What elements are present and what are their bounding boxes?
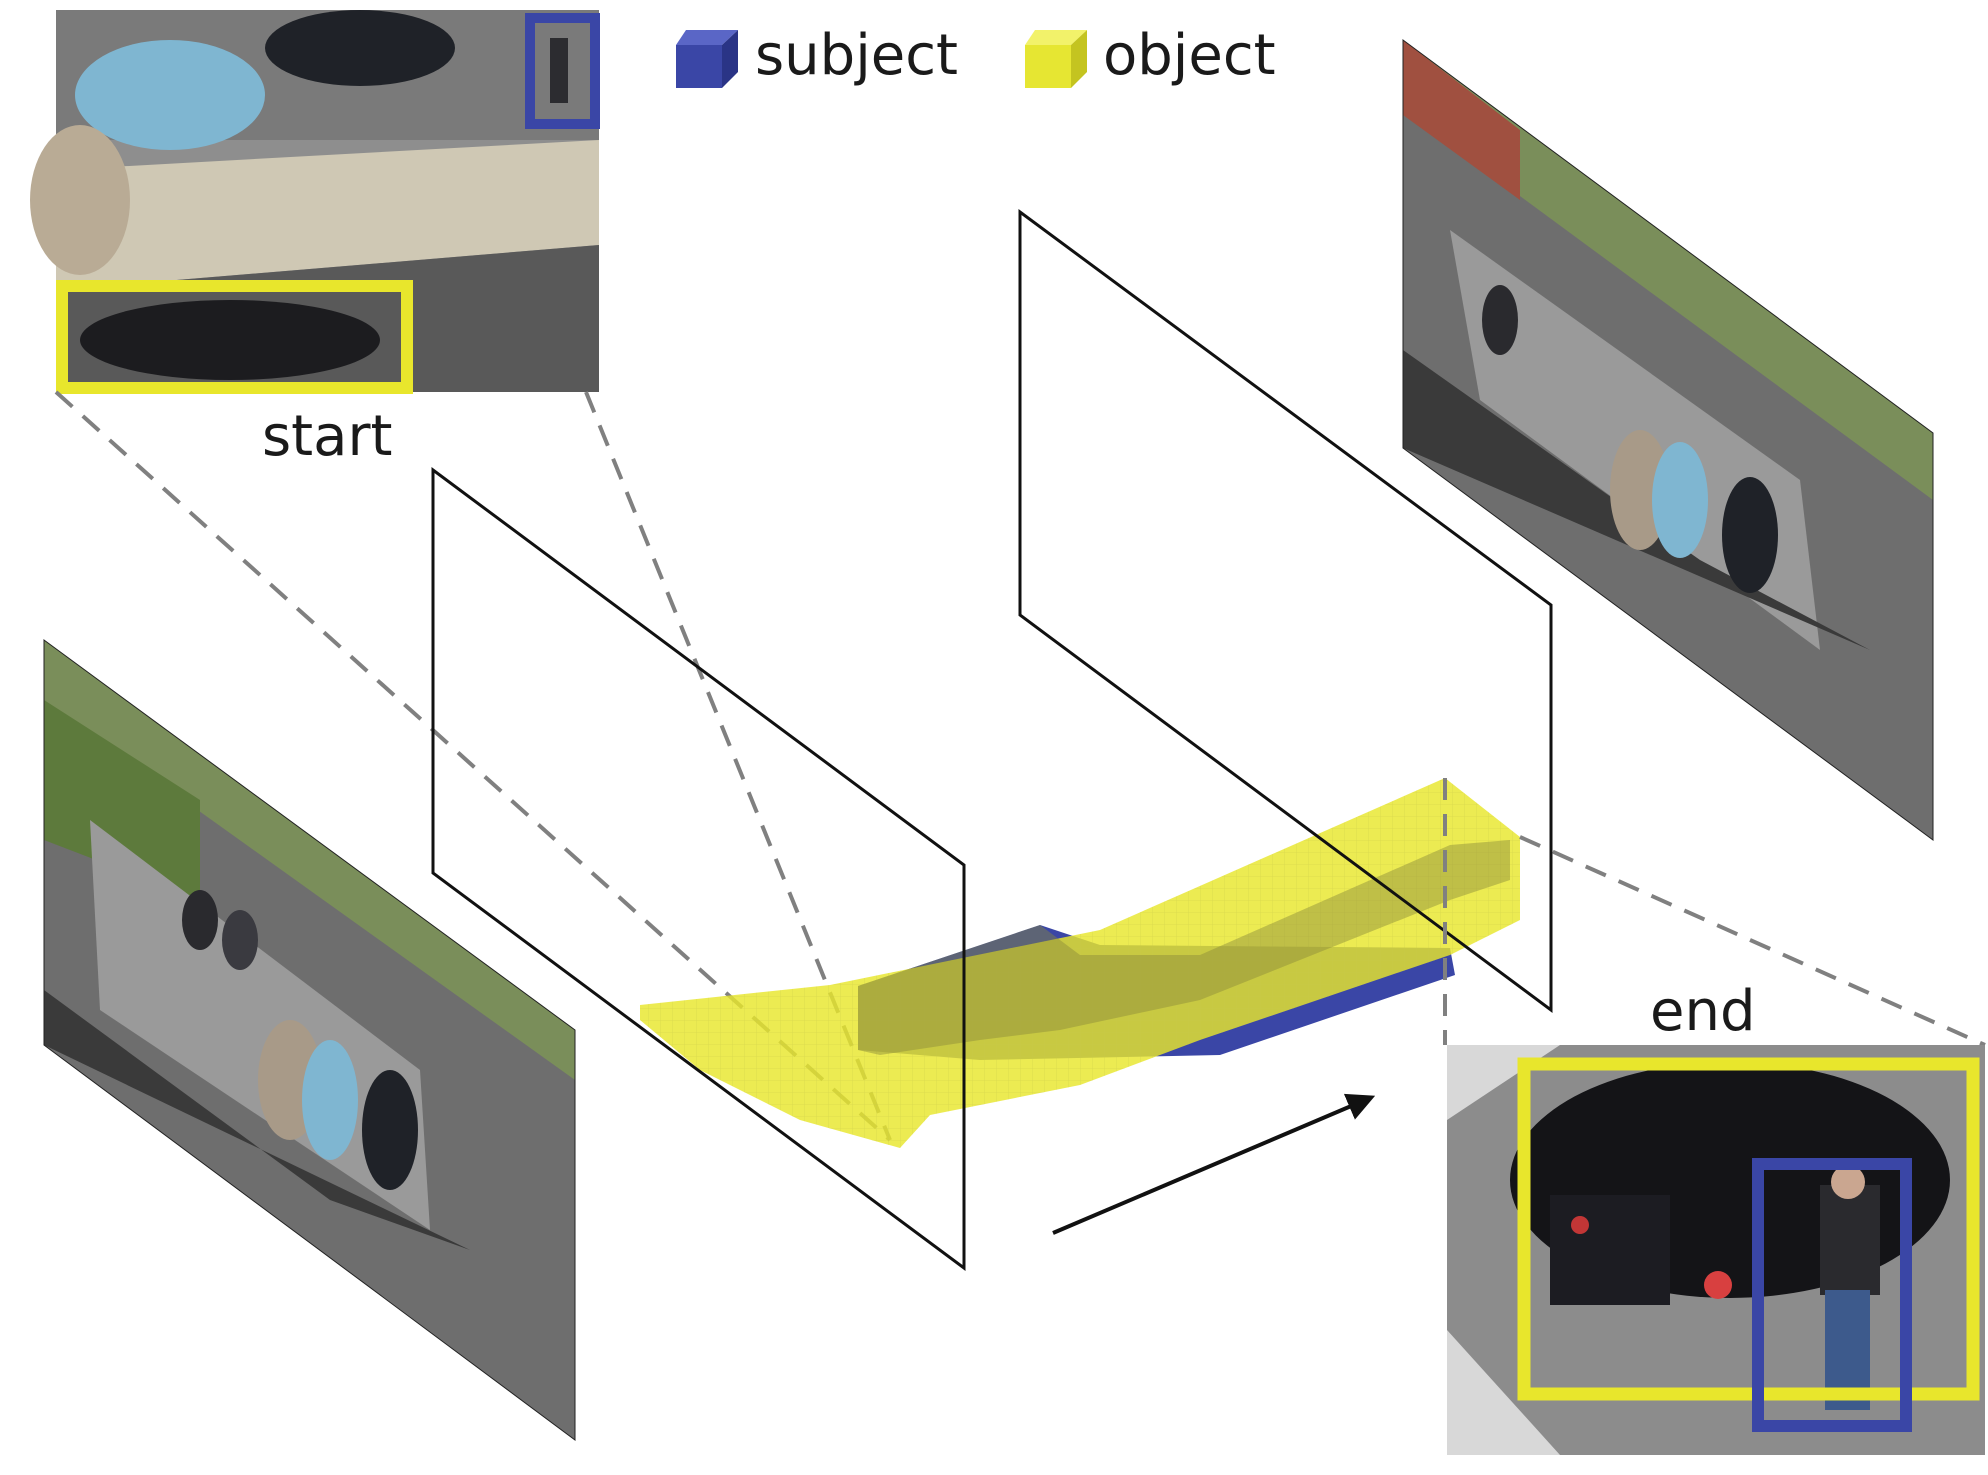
- time-slice-frame-left: [431, 467, 966, 1271]
- end-frame-snapshot: [1447, 1045, 1985, 1455]
- start-projection-line-left: [54, 390, 892, 1142]
- end-subject-box: [1752, 1158, 1912, 1432]
- blue-cube-icon: [676, 30, 738, 88]
- end-label: end: [1650, 979, 1756, 1044]
- start-label: start: [262, 404, 392, 469]
- start-projection-line-right: [584, 391, 892, 1141]
- frame-parking-lot-lower-left: [43, 639, 576, 1441]
- arrow-icon: [1052, 1093, 1376, 1235]
- object-tube-texture: [640, 778, 1520, 1148]
- end-object-box: [1517, 1057, 1980, 1401]
- time-slice-frame-right: [1018, 209, 1553, 1013]
- frame-parking-lot-upper-right: [1402, 39, 1934, 841]
- start-frame-snapshot: [30, 10, 600, 394]
- spacetime-tube: [640, 778, 1520, 1148]
- legend-subject-label: subject: [755, 23, 958, 88]
- object-tube-shadow: [858, 840, 1510, 1055]
- end-projection-line-right: [1519, 835, 1986, 1047]
- legend-object-label: object: [1103, 23, 1276, 88]
- legend: subject object: [676, 23, 1276, 88]
- start-object-box: [56, 280, 413, 394]
- start-subject-box: [525, 13, 600, 129]
- yellow-cube-icon: [1025, 30, 1087, 88]
